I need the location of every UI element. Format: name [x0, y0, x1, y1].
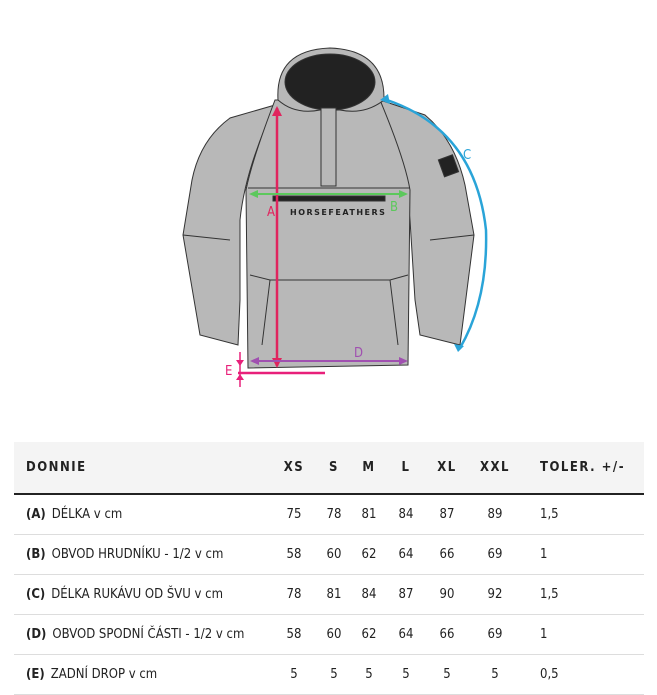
table-cell: 89 [487, 507, 503, 522]
table-cell: 5 [402, 667, 410, 682]
table-cell: 64 [398, 627, 414, 642]
table-cell: 62 [361, 627, 377, 642]
table-cell: 5 [290, 667, 298, 682]
table-cell: 60 [326, 627, 342, 642]
table-cell: 87 [398, 587, 414, 602]
row-label: (D) OBVOD SPODNÍ ČÁSTI - 1/2 v cm [26, 615, 244, 654]
brand-logo: HORSEFEATHERS [290, 208, 386, 217]
marker-c: C [463, 148, 471, 163]
row-label: (C) DÉLKA RUKÁVU OD ŠVU v cm [26, 575, 223, 614]
header-l: L [401, 460, 411, 475]
table-row: (A) DÉLKA v cm 75 78 81 84 87 89 1,5 [14, 495, 644, 535]
row-code: (D) [26, 627, 47, 642]
row-code: (E) [26, 667, 45, 682]
table-cell: 78 [326, 507, 342, 522]
table-cell: 58 [286, 627, 302, 642]
table-cell: 81 [326, 587, 342, 602]
table-cell: 81 [361, 507, 377, 522]
table-cell: 66 [439, 547, 455, 562]
table-cell: 84 [398, 507, 414, 522]
row-label: (B) OBVOD HRUDNÍKU - 1/2 v cm [26, 535, 223, 574]
table-cell: 60 [326, 547, 342, 562]
table-cell: 87 [439, 507, 455, 522]
row-code: (A) [26, 507, 46, 522]
hood-opening [284, 53, 376, 111]
jacket-body [245, 99, 411, 369]
table-cell: 62 [361, 547, 377, 562]
header-m: M [362, 460, 376, 475]
row-label-text: DÉLKA v cm [51, 507, 123, 522]
marker-d: D [354, 346, 363, 361]
header-s: S [329, 460, 339, 475]
table-cell: 75 [286, 507, 302, 522]
table-cell: 5 [491, 667, 499, 682]
table-cell: 90 [439, 587, 455, 602]
table-cell: 84 [361, 587, 377, 602]
table-cell: 5 [330, 667, 338, 682]
table-cell: 66 [439, 627, 455, 642]
table-cell: 1,5 [540, 507, 559, 522]
row-label: (A) DÉLKA v cm [26, 495, 122, 534]
row-label-text: ZADNÍ DROP v cm [50, 667, 158, 682]
header-tolerance: TOLER. +/- [540, 460, 626, 475]
row-code: (B) [26, 547, 46, 562]
table-row: (D) OBVOD SPODNÍ ČÁSTI - 1/2 v cm 58 60 62 64… [14, 615, 644, 655]
table-cell: 1 [540, 627, 548, 642]
row-label-text: DÉLKA RUKÁVU OD ŠVU v cm [51, 587, 223, 602]
table-header: DONNIE XS S M L XL XXL TOLER. +/- [14, 442, 644, 495]
table-cell: 1 [540, 547, 548, 562]
table-cell: 5 [365, 667, 373, 682]
table-row: (E) ZADNÍ DROP v cm 5 5 5 5 5 5 0,5 [14, 655, 644, 695]
marker-b: B [390, 200, 398, 215]
row-label: (E) ZADNÍ DROP v cm [26, 655, 157, 694]
table-cell: 64 [398, 547, 414, 562]
jacket-size-diagram: HORSEFEATHERS A B C D E [182, 47, 488, 387]
row-code: (C) [26, 587, 46, 602]
header-xs: XS [283, 460, 305, 475]
header-xl: XL [437, 460, 457, 475]
marker-e: E [225, 364, 232, 379]
row-label-text: OBVOD HRUDNÍKU - 1/2 v cm [51, 547, 224, 562]
table-cell: 69 [487, 627, 503, 642]
marker-a: A [267, 205, 275, 220]
table-cell: 78 [286, 587, 302, 602]
table-cell: 92 [487, 587, 503, 602]
table-cell: 58 [286, 547, 302, 562]
table-cell: 0,5 [540, 667, 559, 682]
header-xxl: XXL [480, 460, 510, 475]
table-row: (B) OBVOD HRUDNÍKU - 1/2 v cm 58 60 62 64 66 69… [14, 535, 644, 575]
table-cell: 69 [487, 547, 503, 562]
size-table: DONNIE XS S M L XL XXL TOLER. +/- (A) DÉL… [14, 442, 644, 695]
table-cell: 5 [443, 667, 451, 682]
table-row: (C) DÉLKA RUKÁVU OD ŠVU v cm 78 81 84 87 90 92 1… [14, 575, 644, 615]
header-product: DONNIE [26, 460, 87, 475]
row-label-text: OBVOD SPODNÍ ČÁSTI - 1/2 v cm [52, 627, 245, 642]
table-cell: 1,5 [540, 587, 559, 602]
